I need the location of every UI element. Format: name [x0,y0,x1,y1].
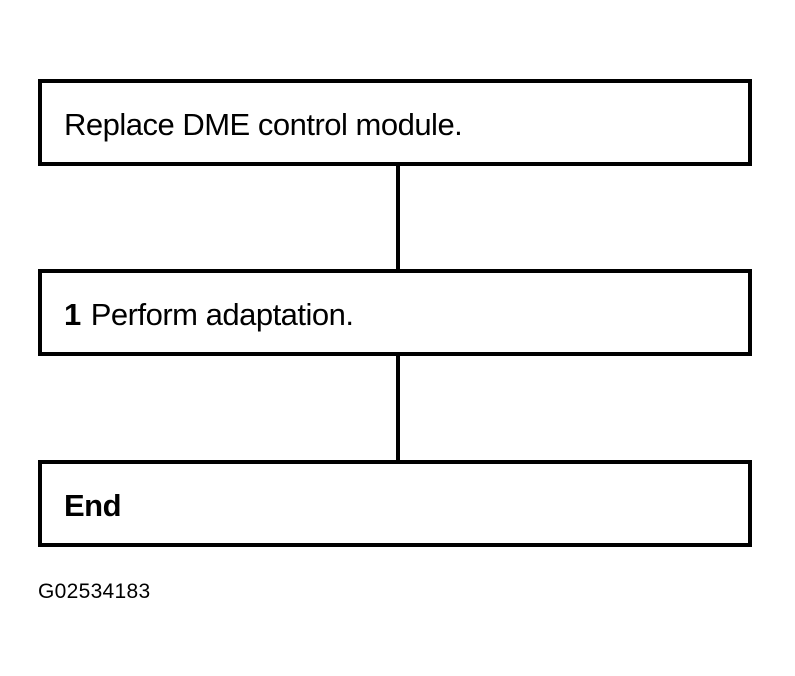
flow-step-end: End [38,460,752,547]
flow-step-text: End [64,487,122,523]
flow-step-number: 1 [64,296,81,332]
flow-step-text: Replace DME control module. [64,106,463,142]
flow-step-perform-adaptation: 1 Perform adaptation. [38,269,752,356]
flow-step-text: Perform adaptation. [90,296,354,332]
flow-connector [396,166,400,269]
flow-connector [396,356,400,460]
flow-step-replace-dme: Replace DME control module. [38,79,752,166]
figure-code: G02534183 [38,580,151,603]
